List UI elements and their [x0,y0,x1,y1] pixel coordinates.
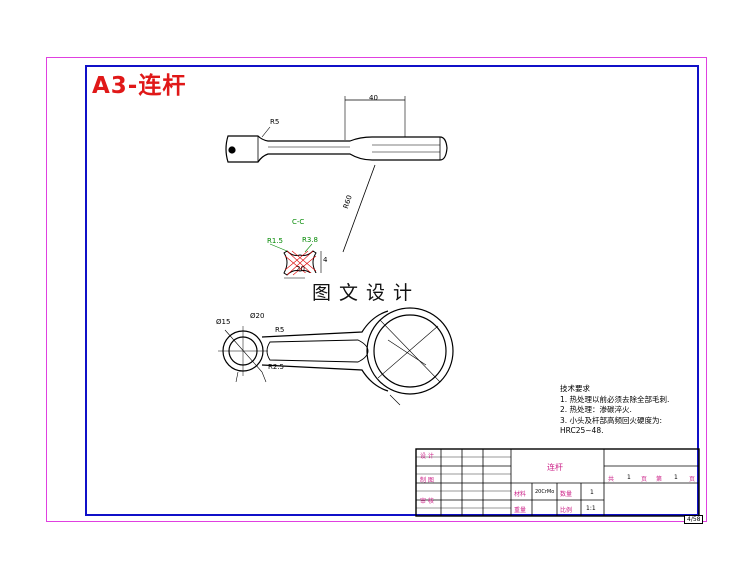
tb-drawing: 制 图 [420,477,434,484]
tb-total-label: 共 [608,476,615,483]
tb-quantity-value: 1 [590,489,594,496]
tb-page-unit: 页 [641,476,648,483]
tb-sheet-value: 1 [674,474,678,481]
dim-section-r15: R1.5 [267,237,283,245]
outer-frame [46,57,707,522]
watermark-banner: 图文设计 [305,273,445,305]
drawing-border [85,65,699,516]
front-view [218,307,454,406]
tech-requirements: 技术要求 1. 热处理以前必须去除全部毛刺. 2. 热处理：渗碳淬火. 3. 小… [560,384,669,437]
tech-item-4: HRC25~48. [560,426,604,435]
tb-material-value: 20CrMo [535,489,555,495]
tb-quantity-label: 数量 [560,491,573,498]
tb-review: 审 核 [420,498,434,505]
tb-sheet-unit: 页 [689,476,696,483]
dim-r25: R2.5 [268,363,284,371]
drawing-title: A3-连杆 [92,73,187,99]
dim-radius-top: R5 [270,118,280,126]
tb-scale-value: 1:1 [586,505,596,512]
tech-item-2: 2. 热处理：渗碳淬火. [560,405,632,414]
title-block-grid [415,448,700,517]
tb-sheet-label: 第 [656,476,663,483]
tech-heading: 技术要求 [560,384,590,393]
top-view [225,96,448,253]
page-number: 4/58 [684,515,704,524]
dim-section-r38: R3.8 [302,236,318,244]
tb-weight-label: 重量 [514,507,527,514]
dim-r5-bottom: R5 [275,326,285,334]
tb-material-label: 材料 [514,491,527,498]
tb-design: 设 计 [420,453,434,460]
tb-scale-label: 比例 [560,507,573,514]
tech-item-3: 3. 小头及杆部高频回火硬度为: [560,415,663,425]
dim-section-width: 20 [296,265,305,273]
watermark-text: 图文设计 [312,282,421,304]
dim-length: 40 [369,94,378,102]
tb-part-name: 连杆 [547,463,563,472]
tech-item-1: 1. 热处理以前必须去除全部毛刺. [560,394,670,404]
dim-d15: Ø15 [216,318,231,326]
tb-total-value: 1 [627,474,631,481]
dim-section-height: 4 [323,256,328,264]
section-label: C-C [292,218,305,226]
dim-d20: Ø20 [250,312,265,320]
